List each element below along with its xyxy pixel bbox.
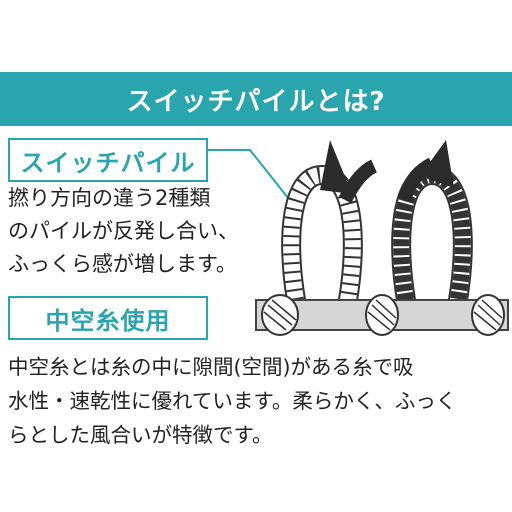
- banner-title: スイッチパイルとは?: [126, 86, 386, 117]
- description-line: 中空糸とは糸の中に隙間(空間)がある糸で吸: [8, 355, 414, 379]
- switch-pile-label: スイッチパイル: [8, 138, 208, 182]
- pile-illustration: [208, 140, 509, 336]
- arrow-left-icon: [320, 140, 378, 204]
- connector-line: [208, 149, 297, 209]
- description-line: 撚り方向の違う2種類: [8, 186, 211, 210]
- description-line: らとした風合いが特徴です。: [8, 423, 273, 447]
- description-line: 水性・速乾性に優れています。柔らかく、ふっく: [8, 389, 457, 413]
- description-line: ふっくら感が増します。: [8, 252, 237, 276]
- hollow-fiber-label-text: 中空糸使用: [45, 306, 171, 335]
- switch-pile-description: 撚り方向の違う2種類 のパイルが反発し合い、 ふっくら感が増します。: [8, 182, 239, 281]
- switch-pile-label-text: スイッチパイル: [20, 148, 196, 177]
- arrow-right-icon: [397, 140, 454, 203]
- title-banner: スイッチパイルとは?: [0, 72, 512, 126]
- hollow-fiber-label: 中空糸使用: [8, 296, 208, 340]
- description-line: のパイルが反発し合い、: [8, 219, 239, 243]
- twisted-pile-loop-left-icon: [281, 164, 363, 310]
- hollow-fiber-description: 中空糸とは糸の中に隙間(空間)がある糸で吸 水性・速乾性に優れています。柔らかく…: [8, 350, 456, 452]
- base-fabric-icon: [255, 294, 509, 336]
